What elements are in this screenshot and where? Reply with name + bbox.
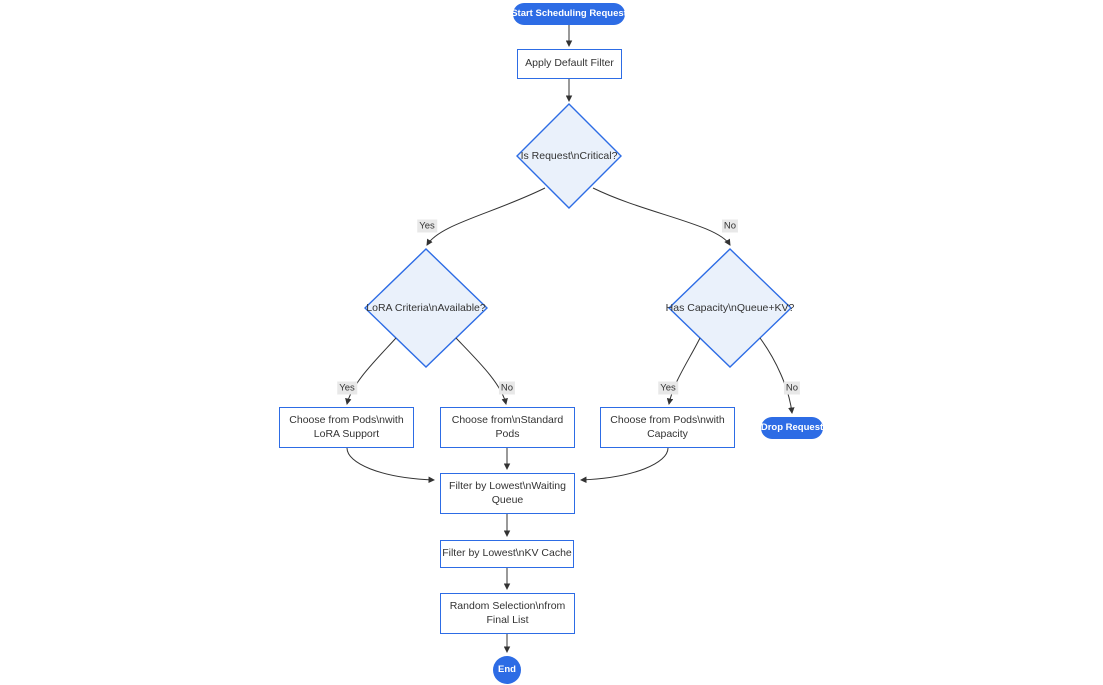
node-start-scheduling-request: Start Scheduling Request — [511, 3, 627, 25]
edge-critical-yes-to-lora — [426, 187, 546, 246]
edge-lora-no-to-choose-standard-pods — [455, 337, 508, 405]
edge-label-lora-no: No — [498, 381, 516, 395]
edge-critical-no-to-capacity — [592, 187, 731, 246]
edge-capacity-no-to-drop-request — [759, 337, 795, 414]
edge-choose-lora-pods-to-filter-queue — [346, 447, 435, 484]
node-filter-lowest-kv-cache: Filter by Lowest\nKV Cache — [440, 540, 574, 568]
node-lora-criteria-available-label: LoRA Criteria\nAvailable? — [366, 302, 486, 314]
node-end: End — [493, 656, 521, 684]
node-apply-default-filter: Apply Default Filter — [517, 49, 622, 79]
edge-choose-capacity-pods-to-filter-queue — [580, 447, 669, 484]
edge-label-capacity-no: No — [783, 381, 801, 395]
decision-has-capacity-shape — [667, 248, 793, 368]
edge-capacity-yes-to-choose-capacity-pods — [666, 337, 701, 405]
decision-is-request-critical-shape — [516, 103, 622, 209]
decision-lora-criteria-shape — [363, 248, 489, 368]
edge-lora-yes-to-choose-lora-pods — [345, 337, 397, 405]
edge-label-capacity-yes: Yes — [658, 381, 678, 395]
node-drop-request: Drop Request — [761, 417, 823, 439]
node-has-capacity-queue-kv-label: Has Capacity\nQueue+KV? — [665, 302, 795, 314]
edge-label-critical-yes: Yes — [417, 219, 437, 233]
node-is-request-critical-label: Is Request\nCritical? — [520, 150, 618, 162]
edge-label-lora-yes: Yes — [337, 381, 357, 395]
edge-label-critical-no: No — [721, 219, 739, 233]
